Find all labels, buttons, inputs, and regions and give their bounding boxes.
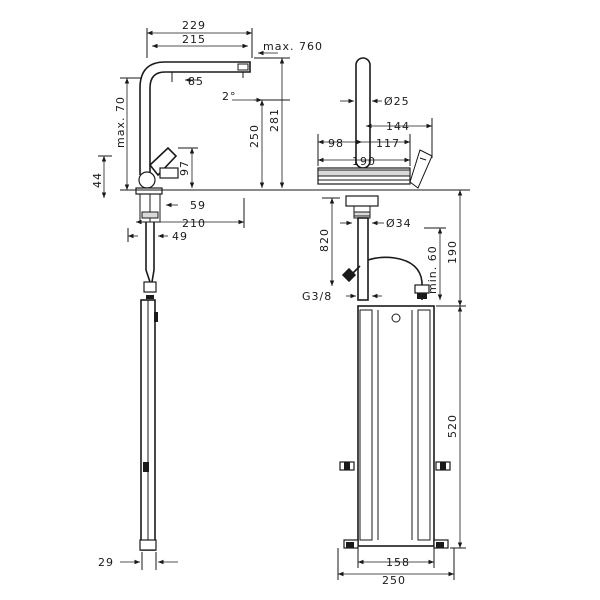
label-820: 820 [318,228,331,252]
lever [148,146,178,177]
label-29: 29 [98,556,114,569]
label-min-60: min. 60 [426,245,439,294]
label-g38: G3/8 [302,290,332,303]
label-281: 281 [268,108,281,132]
front-view [317,57,451,549]
side-view [120,61,470,551]
label-97: 97 [178,160,191,176]
label-144: 144 [386,120,410,133]
cabinet [357,305,435,547]
label-158: 158 [386,556,410,569]
label-phi-25: Ø25 [384,95,410,108]
spout-outline [139,61,251,175]
label-215: 215 [182,33,206,46]
spout-head [237,63,249,71]
label-117: 117 [376,137,400,150]
label-229: 229 [182,19,206,32]
label-2-degree: 2° [222,90,237,103]
label-49: 49 [172,230,188,243]
dimensions-right [317,98,466,580]
label-59: 59 [190,199,206,212]
front-spout [355,57,371,169]
label-210: 210 [182,217,206,230]
base-plate [135,187,163,195]
label-250: 250 [248,124,261,148]
hose-right [367,256,423,300]
label-44: 44 [91,172,104,188]
label-max-70: max. 70 [114,96,127,148]
label-250-bottom: 250 [382,574,406,587]
hose-left [145,222,151,283]
dimension-labels: 229 215 max. 760 85 2° max. 70 250 281 9… [91,19,459,587]
label-85: 85 [188,75,204,88]
label-98: 98 [328,137,344,150]
label-190-top: 190 [352,155,376,168]
label-max-760: max. 760 [263,40,323,53]
dimensions-left [98,28,290,570]
label-520: 520 [446,414,459,438]
front-lever [409,149,433,189]
label-190-right: 190 [446,240,459,264]
body-circle [138,171,156,189]
label-phi-34: Ø34 [386,217,412,230]
